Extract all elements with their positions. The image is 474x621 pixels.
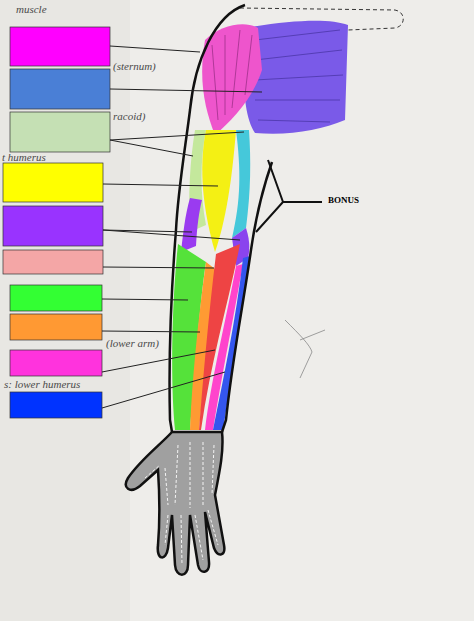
handwritten-note: s: lower humerus [4, 378, 80, 390]
triceps-muscle [232, 130, 250, 238]
handwritten-note: (sternum) [113, 60, 156, 72]
bracket [256, 160, 322, 232]
leader-line [102, 350, 215, 372]
leader-line [102, 299, 188, 300]
leader-line [103, 230, 240, 240]
leader-line [103, 267, 214, 268]
arm-outline [222, 162, 272, 432]
muscle-fibres [212, 30, 252, 120]
bone-outline [165, 510, 218, 565]
paper-light [130, 0, 474, 621]
forearm-muscle [213, 256, 250, 430]
handwritten-note: t humerus [2, 151, 46, 163]
handwritten-note: (lower arm) [106, 337, 159, 349]
leader-lines [102, 46, 262, 408]
leader-line [110, 132, 244, 156]
handwritten-note: muscle [16, 3, 47, 15]
leader-line [102, 331, 200, 332]
label-box [10, 285, 102, 311]
leader-line [110, 89, 262, 92]
pectoral-muscle [244, 21, 348, 134]
leader-line [110, 46, 200, 52]
label-box [10, 27, 110, 66]
label-box [3, 163, 103, 202]
biceps-muscle [202, 130, 236, 252]
label-box [3, 206, 103, 246]
leader-line [103, 184, 218, 186]
handwritten-note: racoid) [113, 110, 145, 122]
pencil-sketch [285, 320, 325, 378]
deltoid-muscle [202, 24, 262, 135]
label-box [10, 69, 110, 109]
brachialis-muscle [181, 198, 202, 252]
bone-outline [145, 442, 214, 508]
label-box [10, 314, 102, 340]
label-box [3, 250, 103, 274]
label-box [10, 112, 110, 152]
label-box [10, 350, 102, 376]
bonus-label: BONUS [328, 196, 359, 206]
muscle-fibres [255, 30, 343, 122]
hand-skeleton [126, 432, 224, 575]
leader-line [102, 372, 225, 408]
label-box [10, 392, 102, 418]
